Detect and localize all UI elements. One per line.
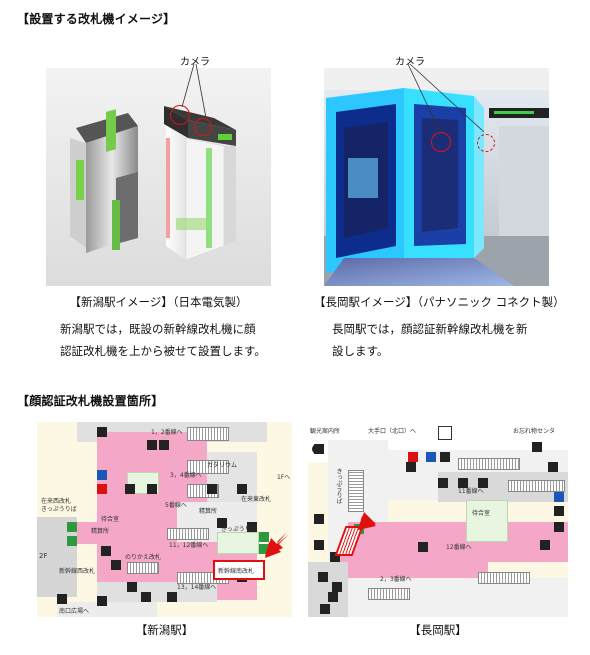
nagaoka-map-machiai: 待合室	[472, 510, 491, 517]
nagaoka-desc-line1: 長岡駅では，顔認証新幹線改札機を新	[332, 322, 528, 336]
niigata-map-gallery: ガタリウム	[207, 462, 238, 469]
camera-circle-4	[477, 134, 495, 152]
nagaoka-camera-pointer	[407, 63, 485, 133]
nagaoka-desc-line2: 設します。	[332, 344, 389, 358]
niigata-map-kippu1: きっぷうりば	[41, 506, 77, 513]
niigata-map-track1112: 11，12番線へ	[169, 542, 209, 549]
nagaoka-gate-photo	[324, 68, 549, 286]
nagaoka-description: 長岡駅では，顔認証新幹線改札機を新 設します。	[332, 318, 528, 362]
niigata-map-zairai-nishi: 在来西改札	[41, 498, 72, 505]
niigata-map-zairai-higashi: 在来東改札	[241, 496, 272, 503]
niigata-face-gate-highlight: 新幹線南改札	[213, 560, 265, 580]
nagaoka-map-wasuremono: お忘れ物センタ	[513, 428, 556, 435]
niigata-gate-photo	[46, 68, 271, 286]
niigata-map-kippu2: きっぷうりば	[221, 526, 257, 533]
info-icon	[312, 444, 322, 454]
nagaoka-caption: 【長岡駅イメージ】（パナソニック コネクト製）	[314, 295, 565, 309]
niigata-map-machiai: 待合室	[101, 516, 120, 523]
niigata-arrow-icon	[265, 532, 289, 558]
niigata-desc-line1: 新潟駅では，既設の新幹線改札機に顔	[60, 322, 256, 336]
niigata-map-1f: 1Fへ	[277, 474, 291, 481]
camera-circle-3	[431, 132, 451, 152]
nagaoka-map-track11: 11番線へ	[458, 488, 484, 495]
niigata-map-shin-minami: 新幹線南改札	[218, 568, 255, 575]
niigata-map-track12: 1，2番線へ	[151, 429, 183, 436]
camera-circle-1	[170, 105, 190, 125]
niigata-desc-line2: 認証改札機を上から被せて設置します。	[60, 344, 266, 358]
nagaoka-map-caption: 【長岡駅】	[409, 623, 467, 637]
niigata-station-map: 1，2番線へ 3，4番線へ ガタリウム 5番線へ 精算所 在来東改札 在来西改札…	[37, 422, 292, 617]
niigata-map-norikae: のりかえ改札	[125, 554, 162, 561]
wheelchair-icon	[438, 426, 452, 440]
nagaoka-map-track23: 2，3番線へ	[380, 576, 412, 583]
nagaoka-arrow-icon	[358, 504, 384, 530]
niigata-map-track1314: 13，14番線へ	[177, 584, 217, 591]
camera-circle-2	[194, 118, 212, 136]
nagaoka-map-kanko: 観光案内所	[310, 428, 341, 435]
section-title-install-location: 【顔認証改札機設置箇所】	[17, 394, 164, 408]
niigata-map-shin-nishi: 新幹線西改札	[59, 568, 96, 575]
niigata-description: 新潟駅では，既設の新幹線改札機に顔 認証改札機を上から被せて設置します。	[60, 318, 266, 362]
niigata-map-seisan1: 精算所	[199, 508, 218, 515]
nagaoka-map-track12: 12番線へ	[446, 544, 472, 551]
section-title-gate-image: 【設置する改札機イメージ】	[17, 12, 176, 26]
nagaoka-camera-label: カメラ	[395, 57, 425, 68]
nagaoka-station-map: 観光案内所 大手口（北口）へ お忘れ物センタ きっぷうりば 11番線へ 待合室 …	[308, 422, 568, 617]
nagaoka-map-kippu: きっぷうりば	[335, 468, 342, 504]
niigata-camera-label: カメラ	[180, 57, 210, 68]
niigata-camera-pointer	[181, 63, 207, 119]
niigata-map-track56: 5番線へ	[165, 502, 187, 509]
niigata-map-minamiguchi: 南口広場へ	[59, 608, 90, 615]
niigata-map-2f: 2F	[39, 552, 48, 560]
niigata-map-caption: 【新潟駅】	[135, 623, 194, 637]
nagaoka-map-otemon: 大手口（北口）へ	[368, 428, 417, 435]
niigata-map-track34: 3，4番線へ	[170, 472, 202, 479]
niigata-caption: 【新潟駅イメージ】（日本電気製）	[69, 295, 248, 309]
niigata-map-seisan2: 精算所	[91, 528, 110, 535]
